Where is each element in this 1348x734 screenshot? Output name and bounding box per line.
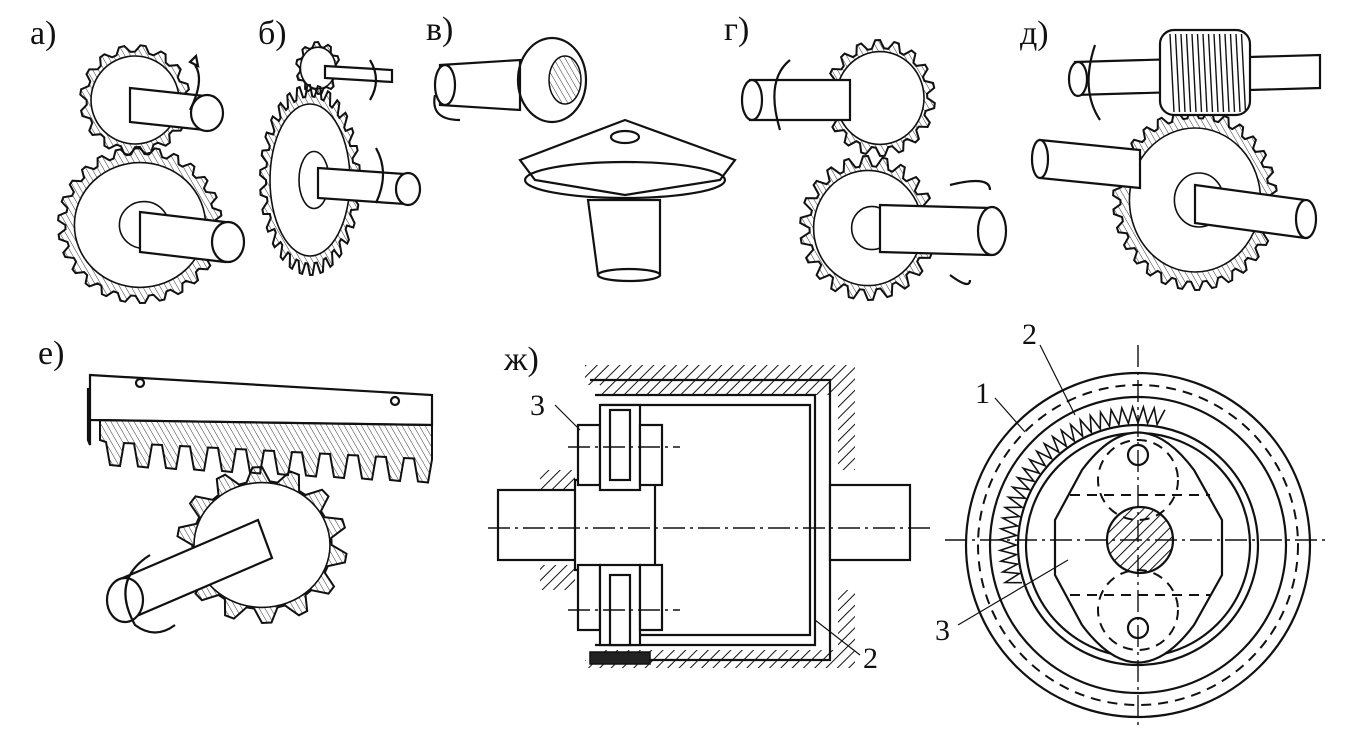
panel-d-worm-gear: д) — [1020, 15, 1322, 292]
panel-zh-label: ж) — [503, 341, 539, 378]
panel-b-gears: б) — [258, 15, 422, 277]
helical-gear-upper — [824, 38, 936, 158]
panel-g-helical-gears: г) — [724, 11, 1008, 302]
callout-3-round: 3 — [935, 614, 950, 647]
callout-2: 2 — [863, 642, 878, 675]
large-gear — [259, 83, 361, 277]
bevel-pinion — [433, 36, 588, 124]
panel-v-bevel-gears: в) — [426, 11, 737, 283]
shaft — [316, 166, 407, 206]
shaft — [1038, 138, 1142, 190]
rotation-arrow — [189, 64, 201, 111]
callout-1: 1 — [975, 377, 990, 410]
panel-e-rack-and-pinion: е) — [38, 335, 434, 634]
panel-v-label: в) — [426, 11, 453, 48]
callout-3: 3 — [530, 389, 545, 422]
worm — [1067, 28, 1322, 117]
callout-2-round: 2 — [1022, 318, 1037, 351]
gear-rack — [86, 373, 434, 484]
panel-d-label: д) — [1020, 15, 1049, 52]
coupling-end-view: 1 2 3 — [935, 318, 1330, 725]
clamp-lower — [576, 563, 664, 647]
helical-gear-lower — [799, 154, 937, 302]
panel-a-label: а) — [30, 15, 56, 52]
panel-zh-coupling-section: ж) 3 2 — [488, 341, 935, 675]
panel-b-label: б) — [258, 15, 287, 52]
bevel-wheel — [518, 118, 737, 283]
shaft — [128, 86, 246, 264]
shaft — [323, 64, 394, 84]
panel-a-spur-gears: а) — [30, 15, 246, 305]
internal-teeth — [997, 404, 1166, 584]
panel-g-label: г) — [724, 11, 749, 48]
panel-e-label: е) — [38, 335, 64, 372]
